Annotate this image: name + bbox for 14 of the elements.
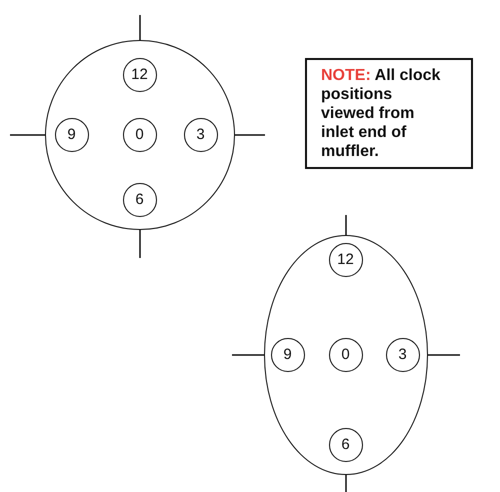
clock-position-circle: 3 [386, 338, 420, 372]
clock-position-circle: 9 [54, 118, 88, 152]
clock-position-circle: 6 [122, 182, 156, 216]
clock-position-circle: 3 [184, 118, 218, 152]
clock-position-circle: 6 [328, 428, 362, 462]
note-text: NOTE: All clock positions viewed from inlet end of muffler. [321, 66, 441, 161]
clock-position-circle: 0 [122, 118, 156, 152]
note-box [305, 58, 473, 169]
clock-position-circle: 0 [328, 338, 362, 372]
housing-oval [264, 235, 428, 475]
clock-position-circle: 12 [328, 242, 362, 276]
clock-position-circle: 12 [122, 58, 156, 92]
housing-circle [45, 40, 235, 230]
clock-position-circle: 9 [270, 338, 304, 372]
